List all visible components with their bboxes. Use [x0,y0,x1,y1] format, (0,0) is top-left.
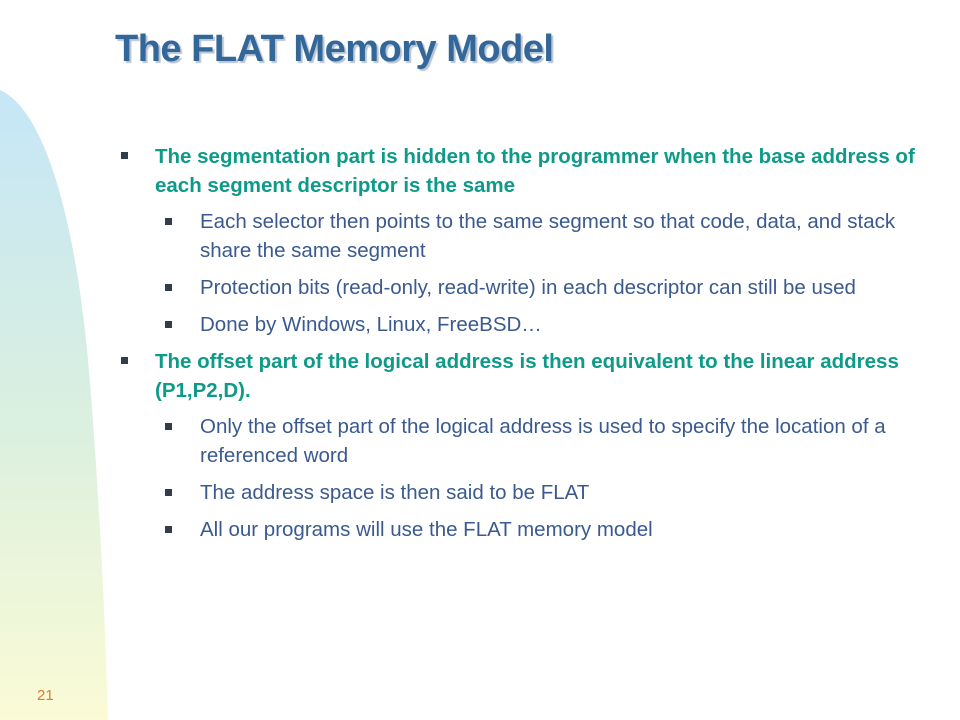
bullet-level2: Each selector then points to the same se… [163,207,918,265]
bullet-level2: Only the offset part of the logical addr… [163,412,918,470]
bullet-text: Only the offset part of the logical addr… [200,415,886,467]
bullet-level2: The address space is then said to be FLA… [163,478,918,507]
square-bullet-icon [165,526,172,533]
bullet-text: The segmentation part is hidden to the p… [155,145,915,197]
square-bullet-icon [165,423,172,430]
bullet-text: Done by Windows, Linux, FreeBSD… [200,313,542,336]
square-bullet-icon [165,284,172,291]
bullet-level2: Done by Windows, Linux, FreeBSD… [163,310,918,339]
slide-content: The segmentation part is hidden to the p… [118,142,918,552]
bullet-text: Each selector then points to the same se… [200,210,896,262]
bullet-text: The offset part of the logical address i… [155,350,899,402]
square-bullet-icon [165,321,172,328]
bullet-level1: The offset part of the logical address i… [118,347,918,405]
bullet-level2: All our programs will use the FLAT memor… [163,515,918,544]
square-bullet-icon [121,152,128,159]
page-number: 21 [37,687,54,704]
bullet-text: All our programs will use the FLAT memor… [200,518,653,541]
bullet-text: Protection bits (read-only, read-write) … [200,276,856,299]
slide-title: The FLAT Memory Model [115,28,554,70]
square-bullet-icon [121,357,128,364]
square-bullet-icon [165,218,172,225]
bullet-level1: The segmentation part is hidden to the p… [118,142,918,200]
bullet-text: The address space is then said to be FLA… [200,481,590,504]
bullet-level2: Protection bits (read-only, read-write) … [163,273,918,302]
square-bullet-icon [165,489,172,496]
